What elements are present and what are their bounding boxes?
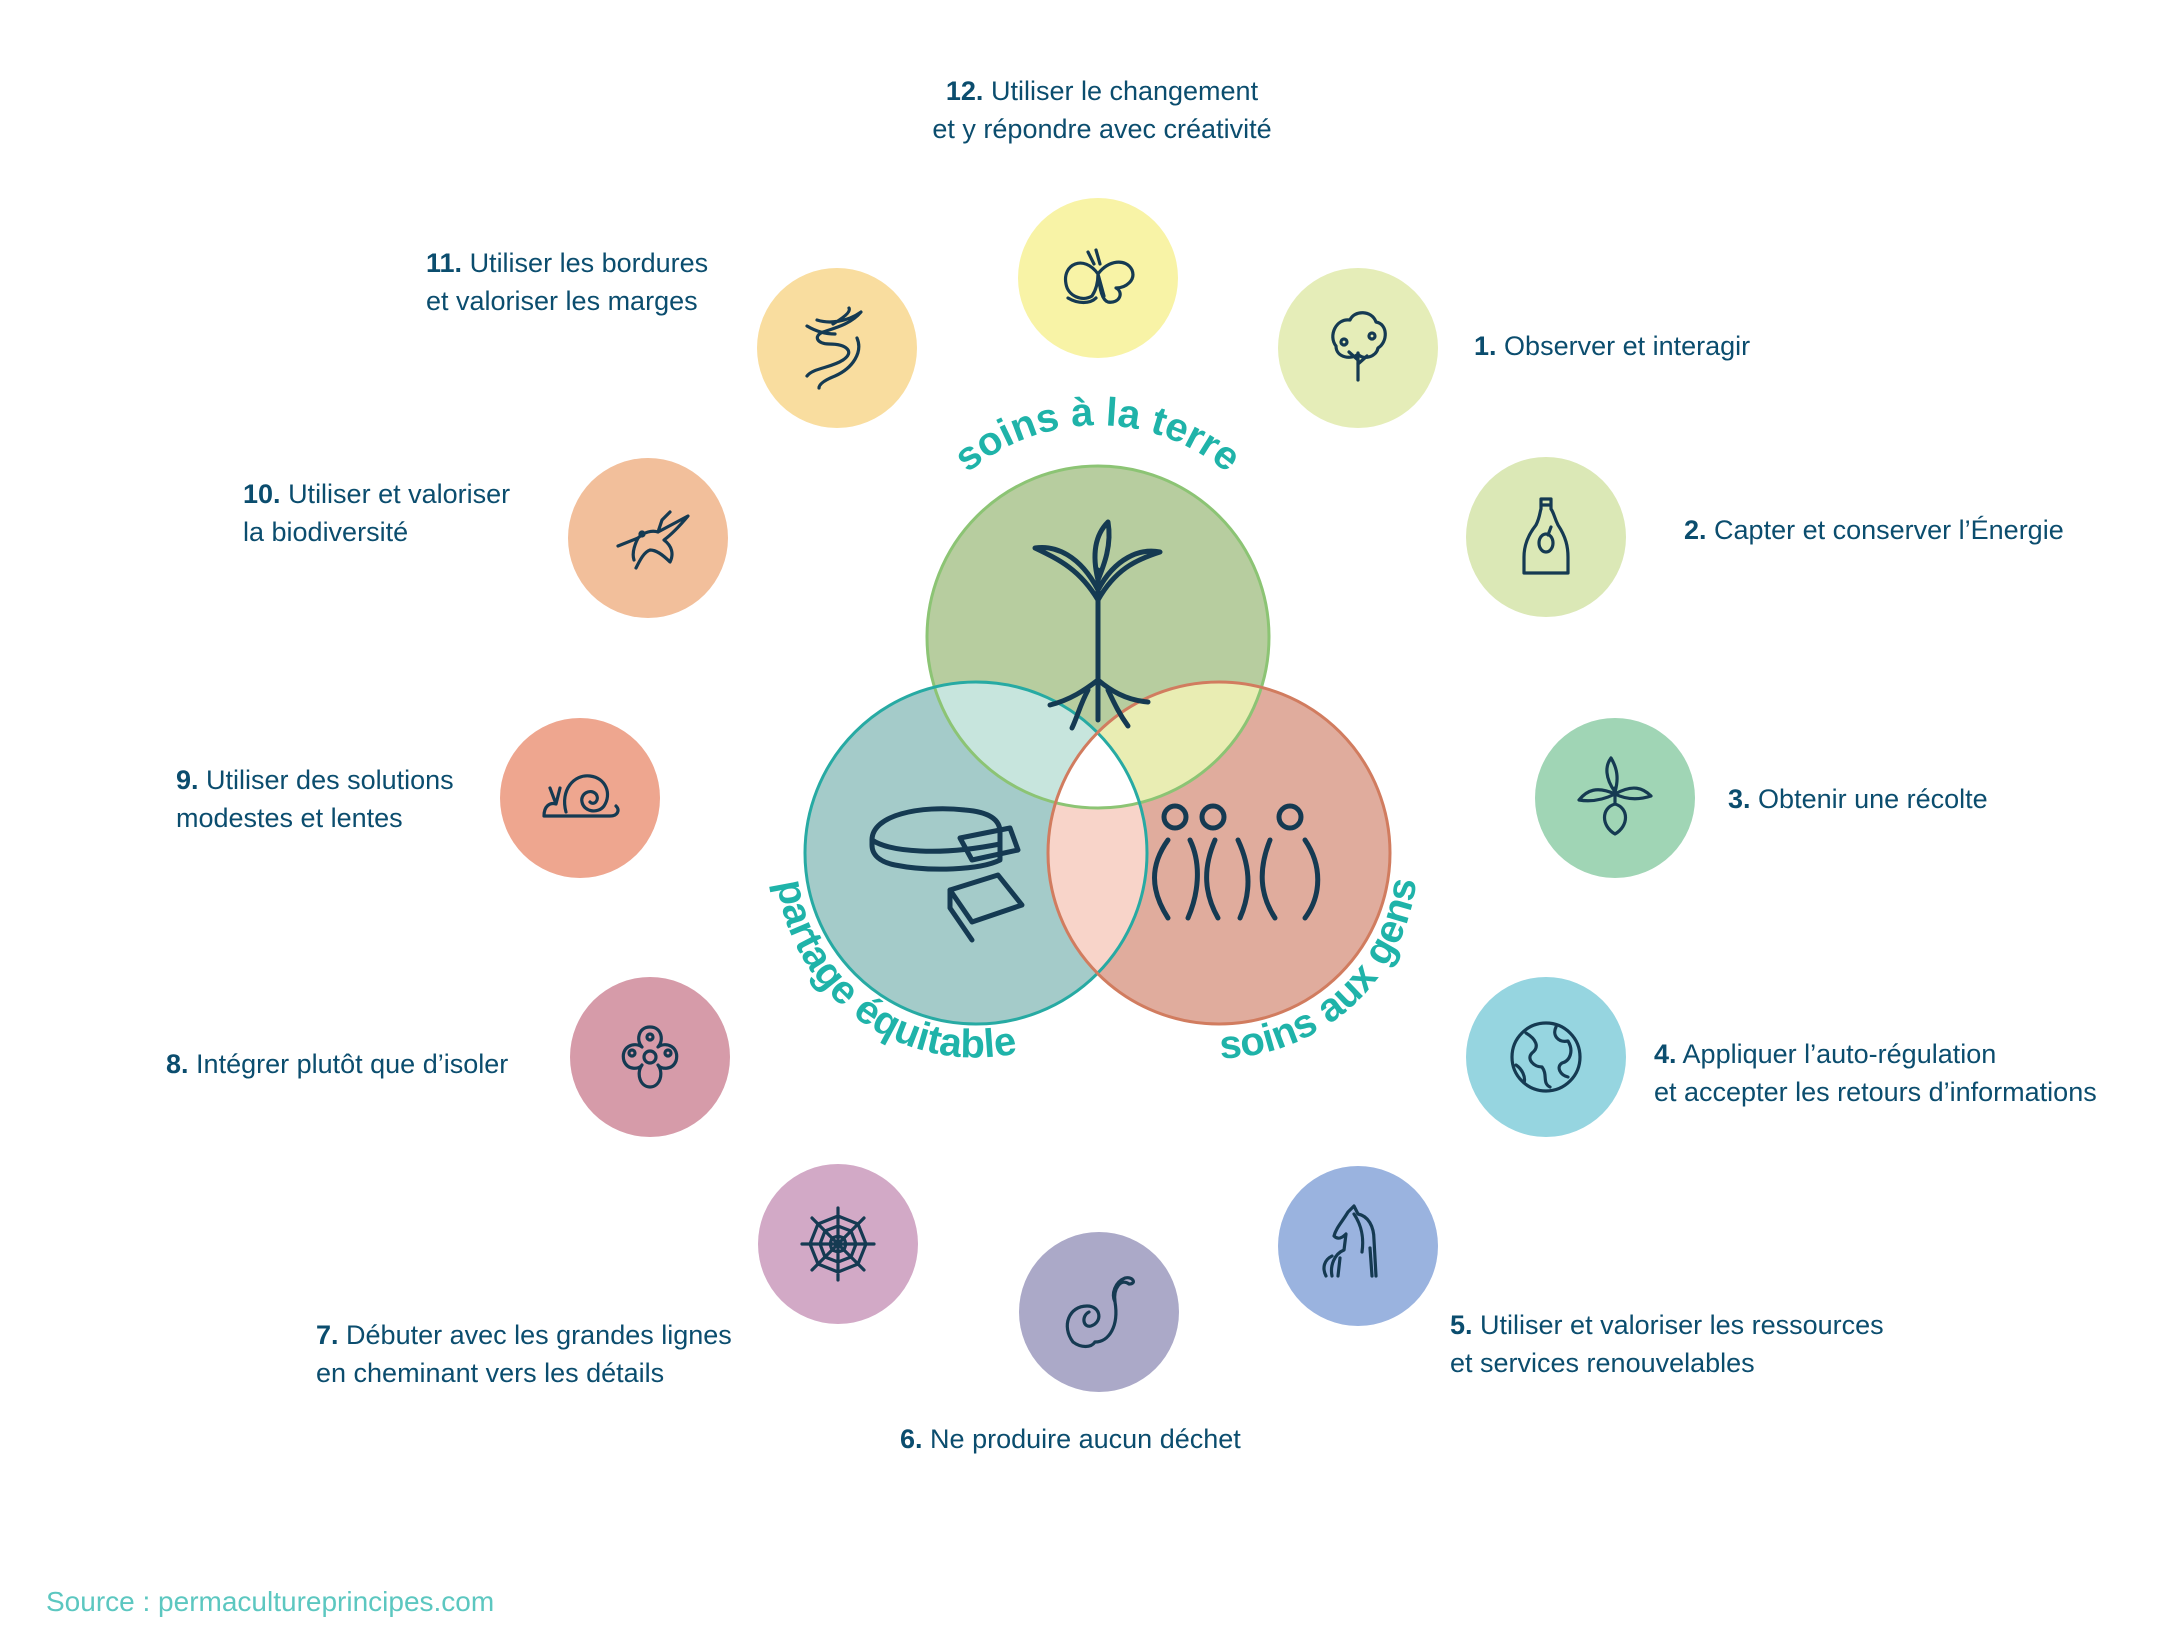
flower-icon (621, 1025, 679, 1089)
globe-icon (1510, 1021, 1582, 1093)
principle-4: 4. Appliquer l’auto-régulation et accept… (1654, 1039, 2097, 1107)
principle-circle-1 (1278, 268, 1438, 428)
principle-6: 6. Ne produire aucun déchet (900, 1424, 1241, 1454)
principle-8: 8. Intégrer plutôt que d’isoler (166, 1049, 509, 1079)
river-icon (805, 306, 863, 390)
principle-10: 10. Utiliser et valoriser la biodiversit… (243, 479, 511, 547)
bottle-icon (1522, 497, 1570, 575)
principle-11: 11. Utiliser les bordures et valoriser l… (426, 248, 709, 316)
earth-people-overlap (1048, 682, 1269, 808)
snail-icon (542, 774, 620, 818)
principle-circle-4 (1466, 977, 1626, 1137)
spiderweb-icon (800, 1206, 876, 1282)
principle-2: 2. Capter et conserver l’Énergie (1684, 515, 2064, 545)
principle-1: 1. Observer et interagir (1474, 331, 1751, 361)
horse-icon (1322, 1204, 1378, 1278)
principle-3: 3. Obtenir une récolte (1728, 784, 1988, 814)
principle-circle-2 (1466, 457, 1626, 617)
principle-circle-10 (568, 458, 728, 618)
source-credit: Source : permacultureprincipes.com (46, 1586, 495, 1617)
earth-share-overlap (927, 682, 1147, 808)
principle-circle-5 (1278, 1166, 1438, 1326)
principle-9: 9. Utiliser des solutions modestes et le… (176, 765, 454, 833)
principle-5: 5. Utiliser et valoriser les ressources … (1450, 1310, 1884, 1378)
tree-icon (1331, 311, 1387, 382)
principle-circle-9 (500, 718, 660, 878)
hummingbird-icon (616, 510, 690, 570)
people-icon (1152, 803, 1321, 921)
plant-roots-icon (1032, 519, 1163, 731)
bread-icon (869, 806, 1025, 943)
principle-circle-11 (757, 268, 917, 428)
beet-icon (1577, 756, 1653, 836)
principle-7: 7. Débuter avec les grandes lignes en ch… (316, 1320, 732, 1388)
principle-circle-8 (570, 977, 730, 1137)
principle-12: 12. Utiliser le changement et y répondre… (932, 76, 1272, 144)
worm-icon (1065, 1276, 1135, 1349)
butterfly-icon (1063, 248, 1135, 305)
